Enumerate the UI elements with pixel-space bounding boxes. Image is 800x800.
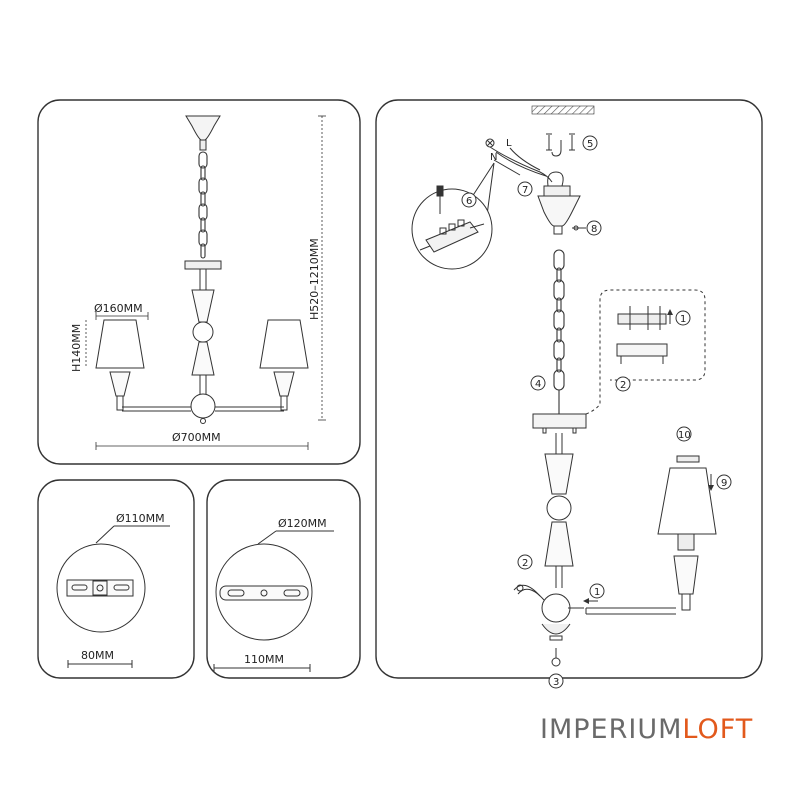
assembly-arm bbox=[583, 598, 676, 615]
step-1-arm-marker bbox=[589, 583, 605, 599]
brand-logo: IMPERIUMLOFT bbox=[540, 716, 753, 743]
step-7-label: 7 bbox=[522, 185, 528, 196]
detail-circle-terminal bbox=[411, 185, 493, 270]
wire-label-n: N bbox=[490, 152, 497, 163]
step-2-arm-label: 2 bbox=[522, 558, 528, 569]
step-6-marker bbox=[461, 192, 477, 208]
step-10-marker bbox=[676, 426, 692, 442]
step-8-label: 8 bbox=[591, 224, 597, 235]
step-6-label: 6 bbox=[466, 196, 472, 207]
step-1-top-marker bbox=[675, 310, 691, 326]
step-2-top-marker bbox=[615, 376, 631, 392]
step-2-arm-marker bbox=[517, 554, 533, 570]
assembly-plate bbox=[532, 289, 706, 434]
chain bbox=[198, 151, 208, 259]
dim-overall-diameter: Ø700MM bbox=[172, 431, 221, 444]
brand-part-2: LOFT bbox=[682, 714, 754, 745]
dim-height-range: H520–1210MM bbox=[308, 238, 321, 320]
step-markers bbox=[461, 135, 732, 689]
dim-canopy-small-bracket: 80MM bbox=[81, 649, 114, 662]
canopy-large-drawing bbox=[213, 530, 334, 672]
step-5-label: 5 bbox=[587, 139, 593, 150]
canopy-small-drawing bbox=[56, 525, 170, 668]
step-7-marker bbox=[517, 181, 533, 197]
step-3-label: 3 bbox=[553, 677, 559, 688]
step-8-marker bbox=[586, 220, 602, 236]
dim-shade-diameter: Ø160MM bbox=[94, 302, 143, 315]
panel-canopy-large-frame bbox=[206, 479, 361, 679]
assembly-column bbox=[541, 433, 574, 641]
step-10-label: 10 bbox=[678, 430, 691, 441]
panel-main-frame bbox=[37, 99, 361, 465]
dimension-lines-main bbox=[85, 115, 326, 450]
dim-shade-height: H140MM bbox=[70, 324, 83, 372]
brand-part-1: IMPERIUM bbox=[540, 714, 683, 745]
ceiling-hatch bbox=[531, 105, 595, 115]
step-2-top-label: 2 bbox=[620, 380, 626, 391]
detail-plate-screws bbox=[616, 306, 673, 364]
finial-parts bbox=[551, 648, 561, 667]
dim-canopy-large-bracket: 110MM bbox=[244, 653, 284, 666]
step-4-label: 4 bbox=[535, 379, 541, 390]
step-3-marker bbox=[548, 673, 564, 689]
step-1-top-label: 1 bbox=[680, 314, 686, 325]
step-9-marker bbox=[716, 474, 732, 490]
panel-assembly-frame bbox=[375, 99, 763, 679]
dim-canopy-large-diameter: Ø120MM bbox=[278, 517, 327, 530]
dim-canopy-small-diameter: Ø110MM bbox=[116, 512, 165, 525]
chandelier-drawing bbox=[95, 115, 309, 424]
step-4-marker bbox=[530, 375, 546, 391]
step-5-marker bbox=[582, 135, 598, 151]
assembly-lamp bbox=[657, 455, 717, 611]
step-1-arm-label: 1 bbox=[594, 587, 600, 598]
arm-joint-connector bbox=[513, 584, 584, 609]
wire-label-l: L bbox=[506, 138, 512, 149]
wires bbox=[469, 138, 553, 216]
assembly-canopy bbox=[537, 171, 586, 235]
step-9-label: 9 bbox=[721, 478, 727, 489]
panel-canopy-small-frame bbox=[37, 479, 195, 679]
hook-and-screws bbox=[546, 133, 575, 157]
assembly-chain bbox=[553, 249, 565, 414]
